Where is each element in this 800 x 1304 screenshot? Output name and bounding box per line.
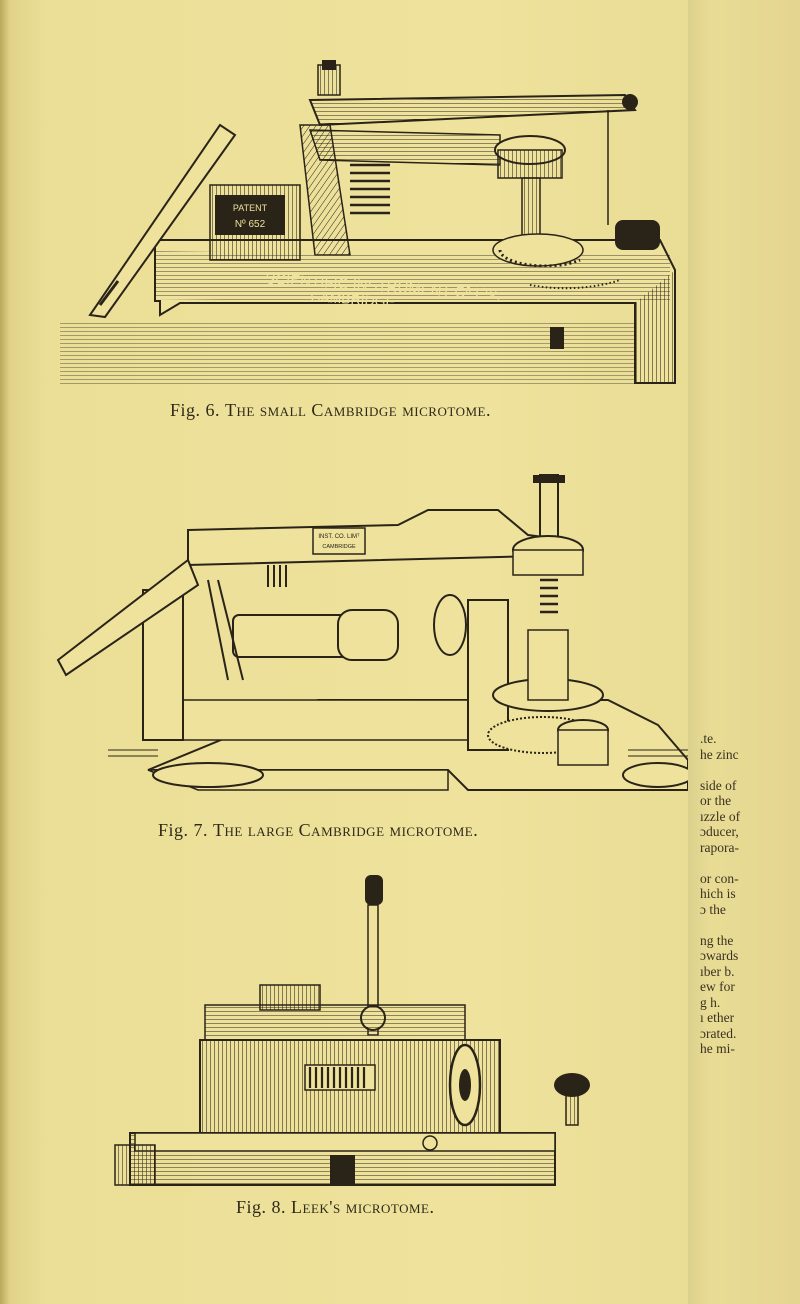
figure-8-caption: Fig. 8. Leek's microtome. bbox=[236, 1197, 434, 1218]
patent-plate-line2: Nº 652 bbox=[235, 219, 266, 230]
patent-plate-line1: PATENT bbox=[233, 203, 268, 213]
figure-8-illustration bbox=[110, 875, 600, 1190]
facing-line: hich is bbox=[700, 886, 736, 901]
figure-6-caption-text: The small Cambridge microtome. bbox=[225, 400, 491, 420]
maker-name-line2: CAMBRIDGE. bbox=[310, 288, 400, 310]
figure-6-illustration: PATENT Nº 652 SCIENTIFIC INSTRUMENT Cº L… bbox=[60, 55, 680, 395]
figure-8-label: Fig. 8. bbox=[236, 1197, 287, 1217]
figure-8-caption-text: Leek's microtome. bbox=[291, 1197, 435, 1217]
maker-plate-line2: CAMBRIDGE bbox=[322, 544, 356, 550]
facing-line bbox=[700, 855, 800, 871]
facing-line: or con- bbox=[700, 870, 739, 886]
facing-line: ıber b. bbox=[700, 963, 735, 979]
large-microtome-engraving: INST. CO. LIMᵀ CAMBRIDGE bbox=[56, 474, 688, 791]
facing-line: ı ether bbox=[700, 1010, 735, 1025]
facing-line: side of bbox=[700, 777, 737, 793]
facing-line: he mi- bbox=[700, 1041, 735, 1056]
facing-line: or the bbox=[700, 793, 732, 808]
figure-7-caption: Fig. 7. The large Cambridge microtome. bbox=[158, 820, 478, 841]
facing-line: ew for bbox=[700, 979, 735, 994]
facing-line: rapora- bbox=[700, 839, 739, 855]
figure-7-label: Fig. 7. bbox=[158, 820, 209, 840]
maker-plate-line1: INST. CO. LIMᵀ bbox=[318, 533, 360, 540]
facing-page-edge bbox=[688, 0, 800, 1304]
facing-page-text: .te. he zinc side of or the ızzle of ɔdu… bbox=[700, 731, 800, 1057]
facing-line: .te. bbox=[700, 731, 717, 746]
facing-line: g h. bbox=[700, 994, 721, 1010]
facing-line: ɔwards bbox=[700, 948, 739, 963]
leeks-microtome-engraving bbox=[114, 875, 590, 1186]
small-microtome-engraving: PATENT Nº 652 SCIENTIFIC INSTRUMENT Cº L… bbox=[60, 60, 676, 385]
facing-line: ɔrated. bbox=[700, 1025, 737, 1041]
facing-line: ızzle of bbox=[700, 808, 741, 824]
facing-line: ɔ the bbox=[700, 901, 726, 917]
facing-line: ng the bbox=[700, 932, 734, 948]
figure-6-caption: Fig. 6. The small Cambridge microtome. bbox=[170, 400, 491, 421]
page-gutter-shadow bbox=[0, 0, 10, 1304]
facing-line: he zinc bbox=[700, 746, 739, 762]
facing-line: ɔducer, bbox=[700, 824, 739, 839]
facing-line bbox=[700, 917, 800, 933]
figure-6-label: Fig. 6. bbox=[170, 400, 221, 420]
figure-7-illustration: INST. CO. LIMᵀ CAMBRIDGE bbox=[48, 470, 688, 810]
facing-line bbox=[700, 762, 800, 778]
figure-7-caption-text: The large Cambridge microtome. bbox=[213, 820, 479, 840]
